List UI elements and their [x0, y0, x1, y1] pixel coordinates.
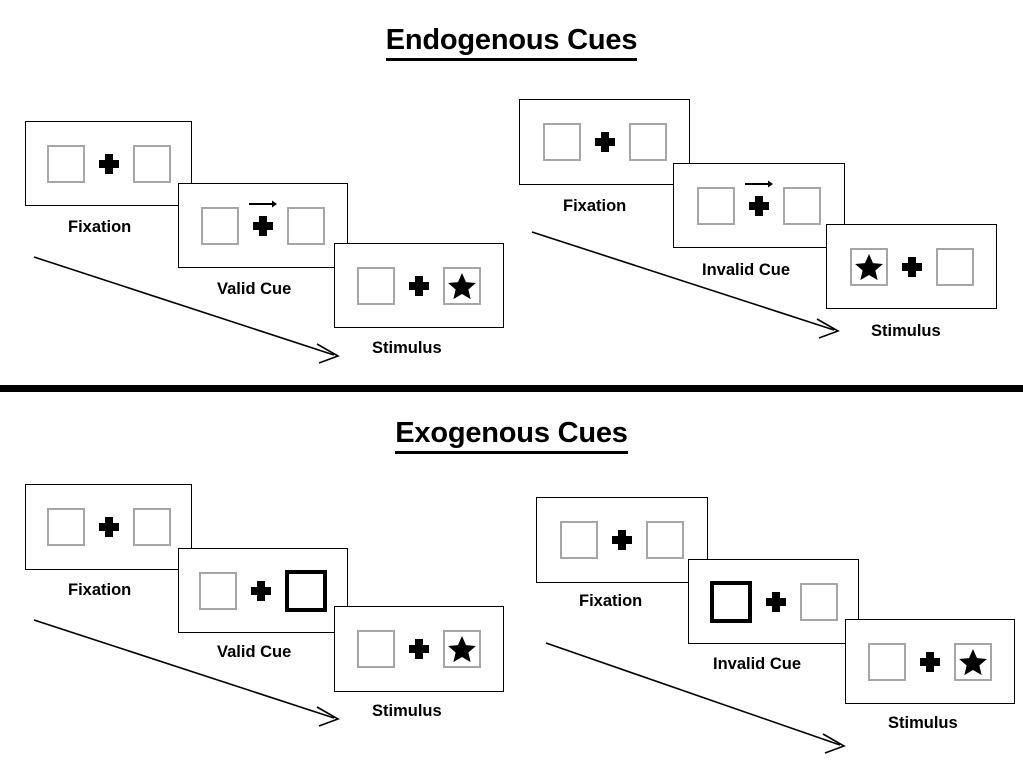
- placeholder-box-right: [646, 521, 684, 559]
- cued-box-right: [285, 569, 327, 612]
- arrow-right-icon: [745, 180, 773, 187]
- trial-panel-exogenous-valid-stimulus: [334, 606, 504, 692]
- trial-panel-endogenous-invalid-stimulus: [826, 224, 997, 309]
- trial-panel-endogenous-valid-fixation: [25, 121, 192, 206]
- fixation-plus-icon: [99, 154, 119, 174]
- placeholder-box-left: [199, 571, 237, 610]
- placeholder-box-left: [357, 630, 395, 668]
- panel-caption-endogenous-invalid-stimulus: Stimulus: [871, 322, 941, 340]
- section-divider: [0, 385, 1023, 392]
- trial-panel-exogenous-invalid-stimulus: [845, 619, 1015, 704]
- panel-caption-endogenous-valid-cue: Valid Cue: [217, 280, 292, 298]
- placeholder-box-right: [628, 123, 667, 161]
- trial-panel-endogenous-invalid-cue: [673, 163, 845, 248]
- trial-panel-exogenous-invalid-fixation: [536, 497, 708, 583]
- placeholder-box-right: [132, 508, 171, 546]
- fixation-plus-icon: [99, 517, 119, 537]
- trial-panel-endogenous-invalid-fixation: [519, 99, 690, 185]
- panel-caption-endogenous-valid-fixation: Fixation: [68, 218, 132, 236]
- placeholder-box-left: [697, 186, 735, 225]
- trial-panel-endogenous-valid-stimulus: [334, 243, 504, 328]
- panel-caption-endogenous-invalid-cue: Invalid Cue: [702, 261, 791, 279]
- fixation-plus-icon: [920, 652, 940, 672]
- fixation-plus-icon: [595, 132, 615, 152]
- arrow-right-icon: [249, 200, 277, 207]
- panel-caption-exogenous-valid-stimulus: Stimulus: [372, 702, 442, 720]
- panel-caption-endogenous-valid-stimulus: Stimulus: [372, 339, 442, 357]
- fixation-plus-icon: [902, 257, 922, 277]
- panel-caption-exogenous-invalid-fixation: Fixation: [579, 592, 643, 610]
- placeholder-box-right: [799, 582, 838, 621]
- panel-caption-exogenous-invalid-stimulus: Stimulus: [888, 714, 958, 732]
- target-box-right: [443, 266, 481, 305]
- fixation-plus-icon: [409, 639, 429, 659]
- star-icon: [854, 253, 883, 280]
- placeholder-box-right: [132, 144, 171, 183]
- trial-panel-exogenous-valid-fixation: [25, 484, 192, 570]
- panel-caption-exogenous-invalid-cue: Invalid Cue: [713, 655, 802, 673]
- section-title-endogenous: Endogenous Cues: [0, 24, 1023, 61]
- placeholder-box-left: [542, 123, 581, 161]
- fixation-plus-icon: [251, 581, 271, 601]
- section-title-endogenous-text: Endogenous Cues: [385, 24, 637, 61]
- trial-panel-exogenous-valid-cue: [178, 548, 348, 633]
- placeholder-box-left: [46, 144, 85, 183]
- section-title-exogenous: Exogenous Cues: [0, 417, 1023, 454]
- placeholder-box-right: [287, 206, 325, 245]
- fixation-plus-icon: [612, 530, 632, 550]
- placeholder-box-left: [46, 508, 85, 546]
- panel-caption-exogenous-valid-cue: Valid Cue: [217, 643, 292, 661]
- fixation-plus-icon: [766, 592, 786, 612]
- trial-panel-endogenous-valid-cue: [178, 183, 348, 268]
- fixation-plus-icon: [749, 196, 769, 216]
- star-icon: [959, 648, 987, 675]
- target-box-right: [443, 630, 481, 668]
- target-box-left: [849, 247, 888, 286]
- cued-box-left: [709, 580, 752, 623]
- panel-caption-exogenous-valid-fixation: Fixation: [68, 581, 132, 599]
- star-icon: [448, 272, 476, 299]
- star-icon: [448, 636, 476, 663]
- section-title-exogenous-text: Exogenous Cues: [395, 417, 628, 454]
- fixation-plus-icon: [253, 216, 273, 236]
- placeholder-box-left: [560, 521, 598, 559]
- cue-center-group: [745, 180, 773, 216]
- placeholder-box-left: [868, 642, 906, 681]
- fixation-plus-icon: [409, 276, 429, 296]
- placeholder-box-right: [783, 186, 821, 225]
- flow-arrow-exogenous-invalid: [545, 642, 846, 754]
- placeholder-box-left: [357, 266, 395, 305]
- panel-caption-endogenous-invalid-fixation: Fixation: [563, 197, 627, 215]
- placeholder-box-left: [201, 206, 239, 245]
- cue-center-group: [249, 200, 277, 236]
- trial-panel-exogenous-invalid-cue: [688, 559, 859, 644]
- target-box-right: [954, 642, 992, 681]
- placeholder-box-right: [935, 247, 974, 286]
